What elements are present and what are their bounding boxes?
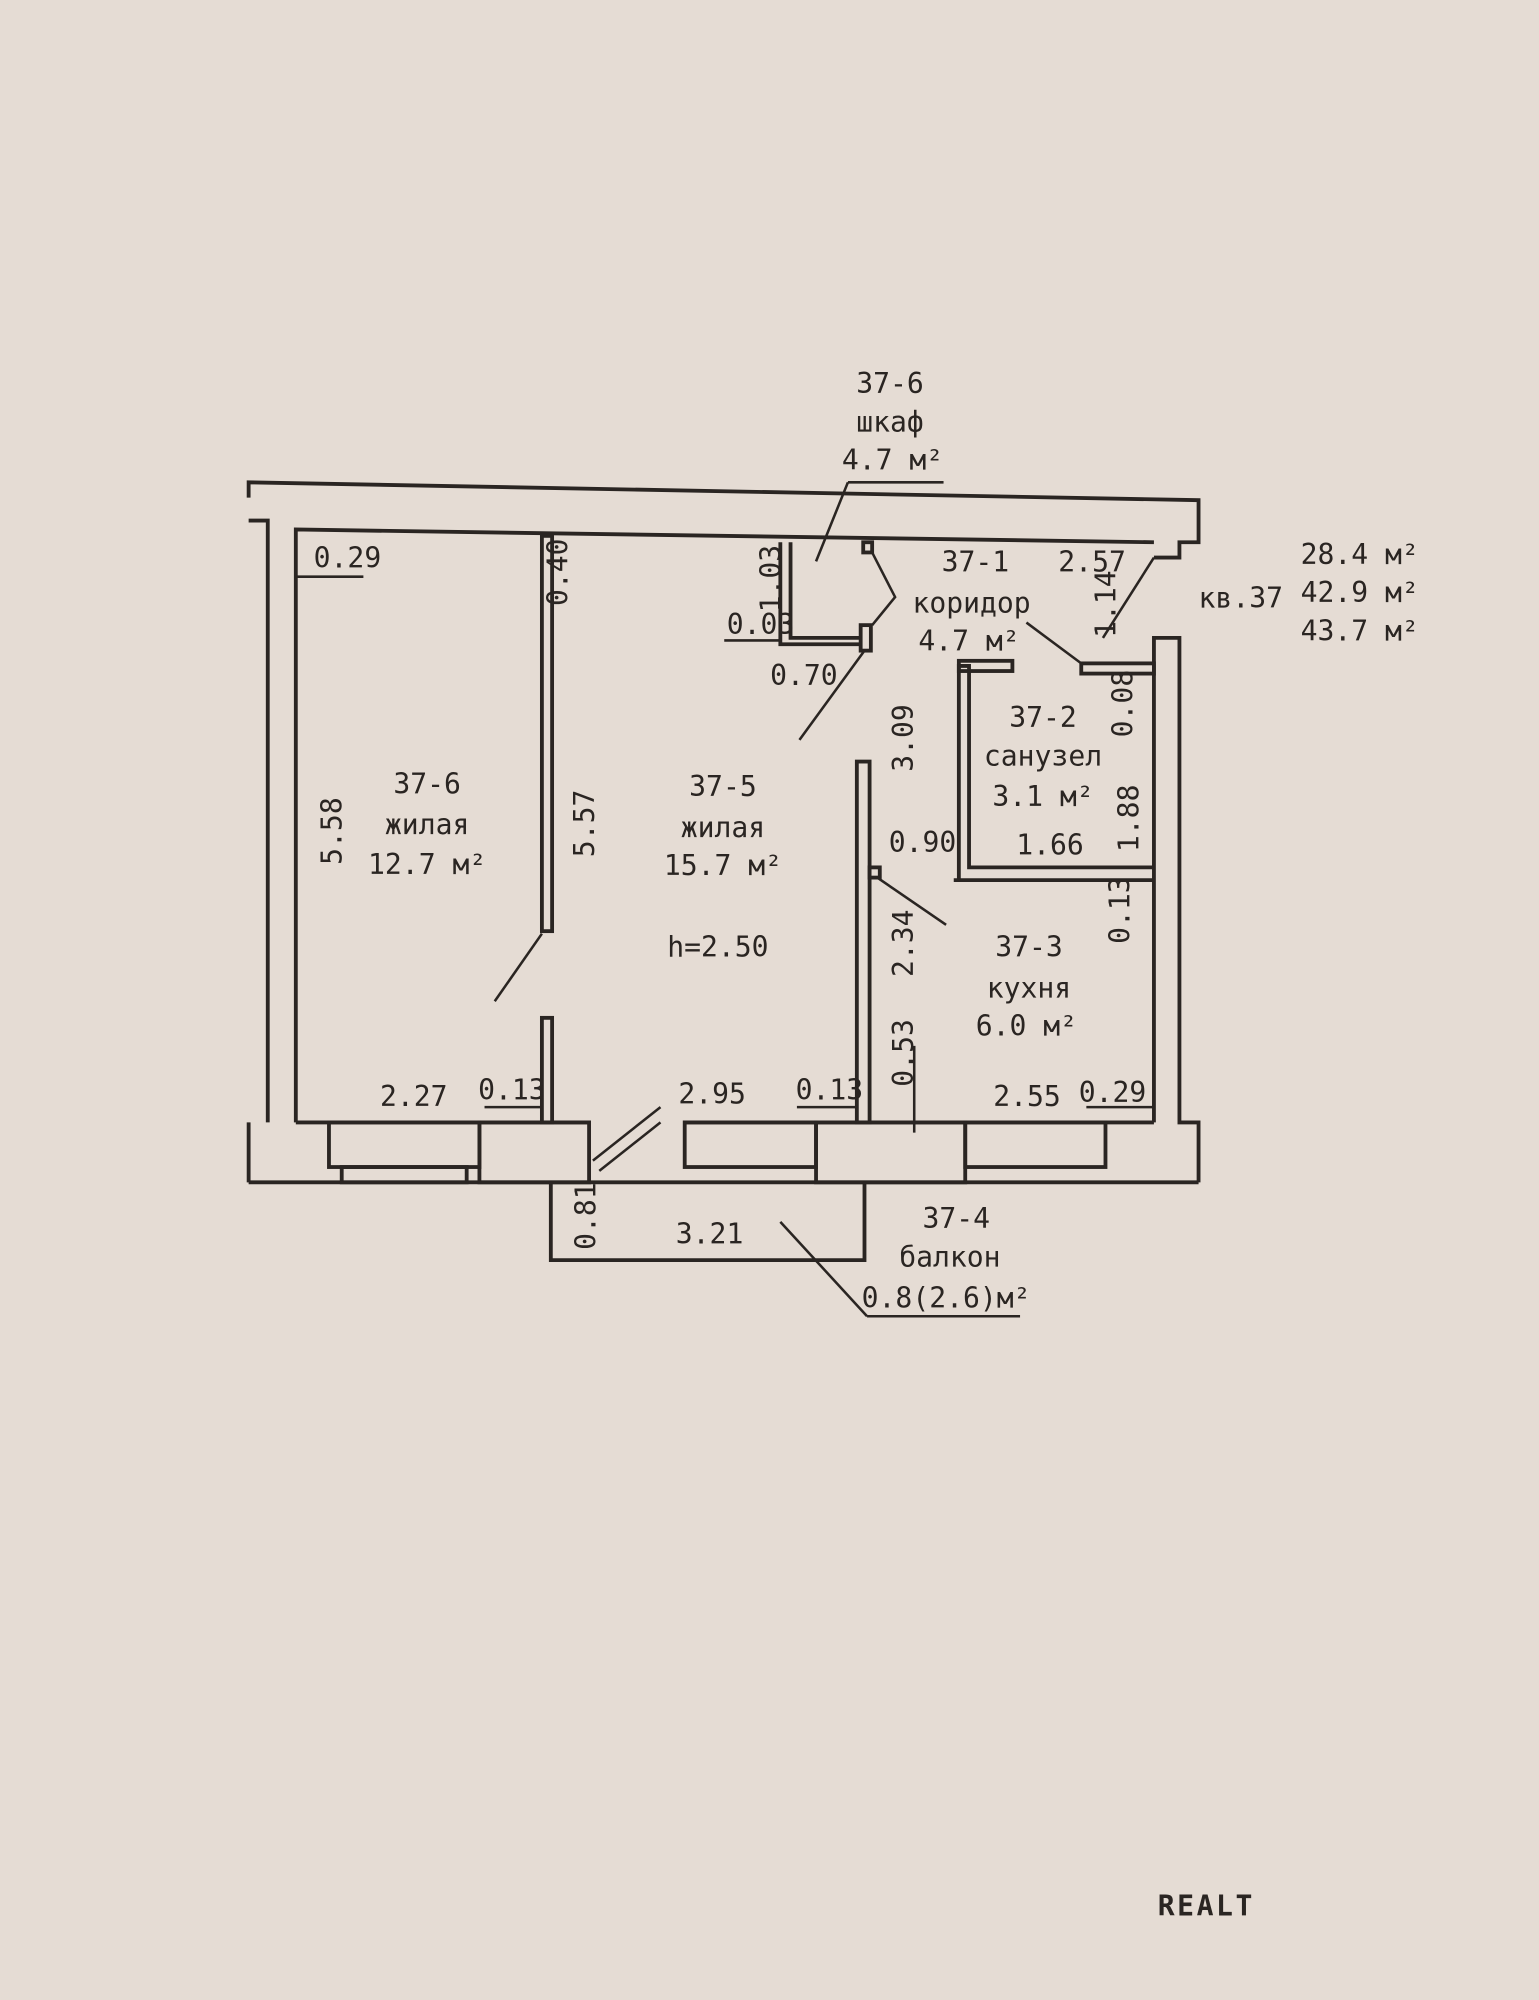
total-area: 42.9 м² — [1301, 576, 1419, 609]
dimension: 0.81 — [569, 1182, 602, 1250]
total-area-with-balcony: 43.7 м² — [1301, 614, 1419, 647]
dimension: 0.13 — [1104, 876, 1137, 944]
room-balcony: 37-4 балкон 0.8(2.6)м² — [862, 1202, 1031, 1314]
living-area: 28.4 м² — [1301, 538, 1419, 571]
room-name: кухня — [987, 971, 1071, 1004]
dimension: 1.14 — [1090, 570, 1123, 638]
room-area: 15.7 м² — [664, 849, 782, 882]
dimension: 0.40 — [541, 538, 574, 606]
room-name: жилая — [385, 808, 469, 841]
room-name: шкаф — [856, 405, 924, 438]
dimension: 5.58 — [316, 797, 349, 865]
room-area: 6.0 м² — [976, 1010, 1077, 1043]
room-id: 37-2 — [1009, 701, 1077, 734]
dimension: 2.55 — [993, 1080, 1061, 1113]
dimension: 0.70 — [770, 659, 838, 692]
dimension: 0.53 — [887, 1019, 920, 1087]
dimension: 2.57 — [1058, 546, 1126, 579]
dimension: 0.08 — [1106, 670, 1139, 738]
realt-watermark-logo: REALT — [1158, 1889, 1255, 1922]
room-id: 37-5 — [689, 770, 757, 803]
room-name: балкон — [899, 1240, 1000, 1273]
dimension: 0.29 — [1079, 1076, 1147, 1109]
room-area: 4.7 м² — [918, 625, 1019, 658]
room-name: санузел — [984, 739, 1102, 772]
dimension: 0.13 — [796, 1073, 864, 1106]
dimension: 2.95 — [678, 1077, 746, 1110]
room-living-small: 37-6 жилая 12.7 м² — [368, 767, 486, 880]
room-bathroom: 37-2 санузел 3.1 м² — [984, 701, 1102, 813]
room-id: 37-1 — [942, 546, 1010, 579]
room-corridor: 37-1 коридор 4.7 м² — [912, 546, 1030, 658]
room-living-large: 37-5 жилая 15.7 м² h=2.50 — [664, 770, 782, 964]
room-id: 37-6 — [856, 367, 924, 400]
room-kitchen: 37-3 кухня 6.0 м² — [976, 931, 1077, 1043]
dimension: 3.09 — [887, 704, 920, 772]
room-area: 0.8(2.6)м² — [862, 1281, 1031, 1314]
room-area: 4.7 м² — [842, 444, 943, 477]
room-id: 37-3 — [995, 931, 1063, 964]
dimension: 0.13 — [478, 1073, 546, 1106]
dimension: 0.90 — [889, 826, 957, 859]
dimensions: 0.29 2.57 0.03 0.70 0.90 1.66 2.27 0.13 … — [314, 538, 1147, 1250]
dimension: 2.34 — [887, 910, 920, 978]
dimension: 1.88 — [1113, 785, 1146, 853]
dimension: 2.27 — [380, 1080, 448, 1113]
dimension: 0.03 — [727, 608, 795, 641]
dimension: 5.57 — [568, 790, 601, 858]
room-area: 12.7 м² — [368, 848, 486, 881]
dimension: 0.29 — [314, 542, 382, 575]
room-id: 37-6 — [393, 767, 461, 800]
room-name: коридор — [912, 586, 1030, 619]
apartment-label: кв.37 — [1199, 581, 1283, 614]
dimension: 1.66 — [1016, 829, 1084, 862]
dimension: 3.21 — [676, 1218, 744, 1251]
room-id: 37-4 — [923, 1202, 991, 1235]
apartment-summary: кв.37 28.4 м² 42.9 м² 43.7 м² — [1199, 538, 1419, 648]
dimension: 1.03 — [754, 545, 787, 613]
room-area: 3.1 м² — [992, 780, 1093, 813]
walls — [246, 480, 1201, 1318]
room-name: жилая — [681, 811, 765, 844]
ceiling-height: h=2.50 — [667, 931, 768, 964]
room-closet: 37-6 шкаф 4.7 м² — [842, 367, 943, 477]
